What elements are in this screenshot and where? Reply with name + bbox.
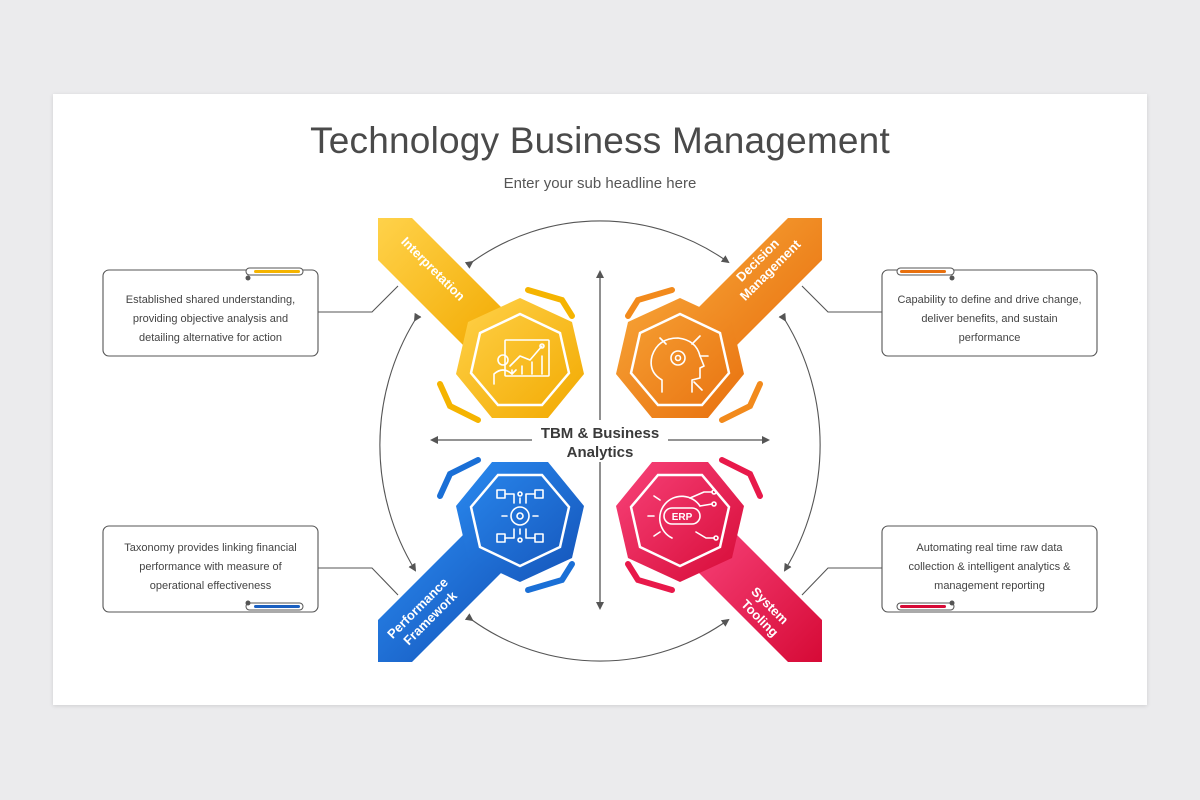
- desc-line: operational effectiveness: [149, 580, 272, 592]
- desc-line: Established shared understanding,: [125, 294, 296, 306]
- center-label-line1: TBM & Business: [540, 425, 660, 442]
- erp-gear-icon: ERP: [647, 489, 719, 541]
- segment-system-tooling: System Tooling ERP: [616, 457, 822, 662]
- connectors: [318, 285, 882, 596]
- desc-line: Taxonomy provides linking financial: [124, 542, 297, 554]
- segment-performance-framework: Performance Framework: [378, 457, 584, 662]
- center-axes: [430, 270, 770, 610]
- desc-text-tooling: Automating real time raw data collection…: [882, 539, 1097, 596]
- segment-decision-management: Decision Management: [616, 218, 822, 423]
- desc-boxes: [102, 269, 1098, 613]
- desc-line: collection & intelligent analytics &: [908, 561, 1071, 573]
- desc-text-performance: Taxonomy provides linking financial perf…: [103, 539, 318, 596]
- desc-line: detailing alternative for action: [138, 332, 283, 344]
- desc-line: management reporting: [934, 580, 1045, 592]
- erp-text: ERP: [672, 512, 693, 523]
- center-label-line2: Analytics: [566, 444, 634, 461]
- desc-line: performance: [958, 332, 1021, 344]
- cycle-arrows: [379, 220, 821, 662]
- segment-interpretation: Interpretation: [378, 218, 584, 423]
- desc-box-performance: [102, 525, 319, 613]
- gear-network-icon: [496, 489, 544, 543]
- accent-bars: [245, 267, 955, 611]
- desc-box-interpretation: [102, 269, 319, 357]
- desc-box-decision: [881, 269, 1098, 357]
- page-subtitle: Enter your sub headline here: [503, 175, 697, 192]
- analytics-presentation-icon: [493, 339, 550, 385]
- head-gear-icon: [650, 335, 709, 393]
- desc-line: performance with measure of: [139, 561, 282, 573]
- desc-line: deliver benefits, and sustain: [921, 313, 1058, 325]
- desc-line: providing objective analysis and: [132, 313, 289, 325]
- desc-text-interpretation: Established shared understanding, provid…: [103, 291, 318, 348]
- arc-bottom: [464, 613, 730, 662]
- desc-text-decision: Capability to define and drive change, d…: [882, 291, 1097, 348]
- arc-top: [464, 220, 730, 269]
- arc-right: [778, 312, 821, 572]
- desc-box-tooling: [881, 525, 1098, 613]
- center-label: TBM & Business Analytics: [520, 424, 680, 462]
- page-title: Technology Business Management: [310, 120, 890, 161]
- desc-line: Capability to define and drive change,: [897, 294, 1082, 306]
- arc-left: [379, 312, 422, 572]
- desc-line: Automating real time raw data: [916, 542, 1063, 554]
